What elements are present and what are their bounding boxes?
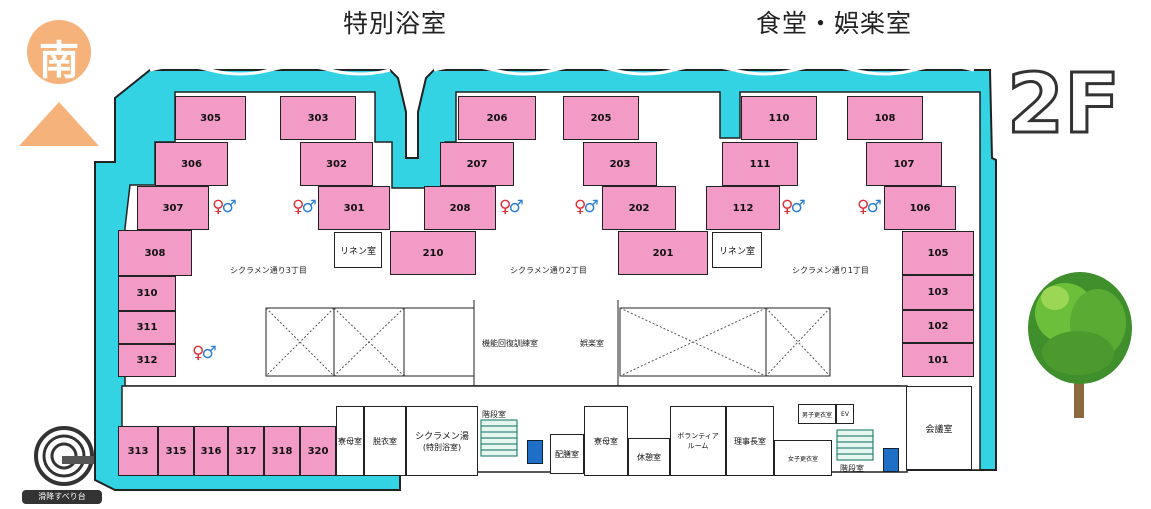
toilet-icon: ♀♂ bbox=[212, 197, 237, 217]
corridor-1: シクラメン通り1丁目 bbox=[792, 266, 869, 275]
room-310[interactable]: 310 bbox=[118, 276, 176, 311]
room-203[interactable]: 203 bbox=[583, 142, 657, 186]
toilet-icon: ♀♂ bbox=[574, 197, 599, 217]
south-circle: 南 bbox=[27, 20, 91, 84]
south-marker: 南 bbox=[15, 20, 103, 152]
room-315[interactable]: 315 bbox=[158, 426, 194, 476]
serving-room[interactable]: 配膳室 bbox=[550, 434, 584, 474]
room-111[interactable]: 111 bbox=[722, 142, 798, 186]
room-311[interactable]: 311 bbox=[118, 311, 176, 344]
toilet-icon: ♀♂ bbox=[781, 197, 806, 217]
floor-label-text: 2F bbox=[1007, 62, 1120, 142]
header-dining-recreation: 食堂・娯楽室 bbox=[756, 9, 913, 38]
room-205[interactable]: 205 bbox=[563, 96, 639, 140]
linen-room-1[interactable]: リネン室 bbox=[334, 232, 382, 268]
female-locker-room[interactable]: 女子更衣室 bbox=[774, 440, 832, 476]
corridor-2: シクラメン通り2丁目 bbox=[510, 266, 587, 275]
cyclamen-bath-label: シクラメン湯 bbox=[415, 432, 469, 442]
room-317[interactable]: 317 bbox=[228, 426, 264, 476]
male-locker-room[interactable]: 男子更衣室 bbox=[798, 404, 836, 424]
stairwell-2: 階段室 bbox=[840, 464, 864, 473]
room-206[interactable]: 206 bbox=[458, 96, 536, 140]
room-101[interactable]: 101 bbox=[902, 343, 974, 377]
volunteer-label-2: ルーム bbox=[687, 442, 709, 450]
stairwell-1: 階段室 bbox=[482, 410, 506, 419]
room-303[interactable]: 303 bbox=[280, 96, 356, 140]
room-105[interactable]: 105 bbox=[902, 231, 974, 275]
room-308[interactable]: 308 bbox=[118, 230, 192, 276]
room-312[interactable]: 312 bbox=[118, 344, 176, 377]
rehab-room: 機能回復訓練室 bbox=[482, 339, 538, 348]
room-108[interactable]: 108 bbox=[847, 96, 923, 140]
room-302[interactable]: 302 bbox=[300, 142, 373, 186]
room-316[interactable]: 316 bbox=[194, 426, 228, 476]
staff-room-1[interactable]: 寮母室 bbox=[336, 406, 364, 476]
rest-room[interactable]: 休憩室 bbox=[628, 438, 670, 476]
room-313[interactable]: 313 bbox=[118, 426, 158, 476]
director-room[interactable]: 理事長室 bbox=[726, 406, 774, 476]
elevator-icon-2 bbox=[883, 448, 899, 472]
room-112[interactable]: 112 bbox=[706, 186, 780, 230]
corridor-3: シクラメン通り3丁目 bbox=[230, 266, 307, 275]
linen-room-2[interactable]: リネン室 bbox=[712, 232, 762, 268]
cyclamen-bath-sub: (特別浴室) bbox=[422, 443, 462, 452]
room-207[interactable]: 207 bbox=[440, 142, 514, 186]
room-306[interactable]: 306 bbox=[155, 142, 228, 186]
changing-room[interactable]: 脱衣室 bbox=[364, 406, 406, 476]
room-320[interactable]: 320 bbox=[300, 426, 336, 476]
volunteer-room[interactable]: ボランティア ルーム bbox=[670, 406, 726, 476]
room-318[interactable]: 318 bbox=[264, 426, 300, 476]
toilet-icon: ♀♂ bbox=[292, 197, 317, 217]
toilet-icon: ♀♂ bbox=[857, 197, 882, 217]
floor-label: 2F bbox=[1006, 62, 1122, 142]
room-301[interactable]: 301 bbox=[318, 186, 390, 230]
slide-label: 滑降すべり台 bbox=[22, 490, 102, 504]
room-107[interactable]: 107 bbox=[866, 142, 942, 186]
room-110[interactable]: 110 bbox=[741, 96, 817, 140]
slide-spiral-icon bbox=[34, 426, 98, 486]
room-103[interactable]: 103 bbox=[902, 275, 974, 310]
room-305[interactable]: 305 bbox=[175, 96, 246, 140]
volunteer-label: ボランティア bbox=[677, 432, 719, 440]
south-arrow-icon bbox=[19, 102, 99, 146]
room-201[interactable]: 201 bbox=[618, 231, 708, 275]
elevator-label[interactable]: EV bbox=[836, 404, 854, 424]
toilet-icon: ♀♂ bbox=[499, 197, 524, 217]
room-307[interactable]: 307 bbox=[137, 186, 209, 230]
header-special-bath: 特別浴室 bbox=[343, 9, 448, 38]
elevator-icon bbox=[527, 440, 543, 464]
staff-room-2[interactable]: 寮母室 bbox=[584, 406, 628, 476]
toilet-icon: ♀♂ bbox=[192, 343, 217, 363]
room-208[interactable]: 208 bbox=[424, 186, 496, 230]
meeting-room[interactable]: 会議室 bbox=[906, 386, 972, 470]
room-102[interactable]: 102 bbox=[902, 310, 974, 343]
cyclamen-bath[interactable]: シクラメン湯 (特別浴室) bbox=[406, 406, 478, 476]
recreation-room: 娯楽室 bbox=[580, 339, 604, 348]
room-202[interactable]: 202 bbox=[602, 186, 676, 230]
tree-icon bbox=[1028, 272, 1132, 418]
south-label: 南 bbox=[39, 38, 79, 84]
room-210[interactable]: 210 bbox=[390, 231, 476, 275]
room-106[interactable]: 106 bbox=[884, 186, 956, 230]
slide-logo: 滑降すべり台 bbox=[22, 424, 102, 506]
